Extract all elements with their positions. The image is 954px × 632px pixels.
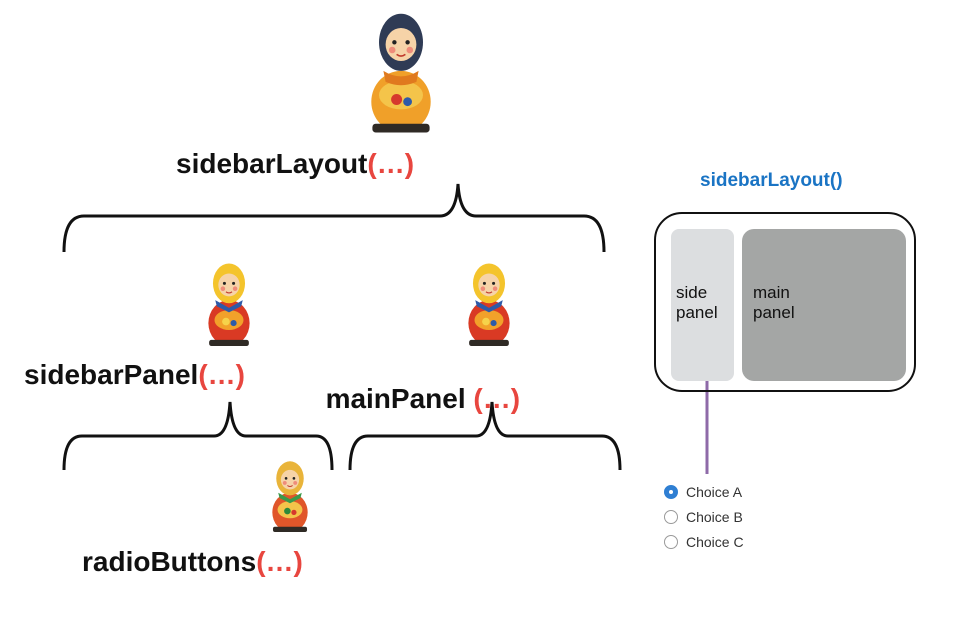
radio-buttons-label: radioButtons(…) [82, 548, 303, 576]
main-panel-text: main panel [753, 283, 795, 322]
function-args: (…) [198, 359, 245, 390]
matryoshka-doll-icon [272, 461, 308, 532]
radio-unselected-icon[interactable] [664, 510, 678, 524]
main-panel-label: mainPanel (…) [310, 357, 521, 414]
side-panel-label: side panel [676, 283, 718, 322]
sidebar-brace [62, 401, 334, 471]
function-args: (…) [256, 546, 303, 577]
matryoshka-doll-icon [371, 13, 431, 133]
side-panel-box [671, 229, 734, 381]
radio-option-a[interactable]: Choice A [664, 484, 742, 500]
function-args: (…) [367, 148, 415, 179]
function-name: mainPanel [325, 383, 474, 414]
function-name: radioButtons [82, 546, 257, 577]
radio-option-c[interactable]: Choice C [664, 534, 744, 550]
function-name: sidebarLayout [176, 148, 368, 179]
layout-preview-title: sidebarLayout() [700, 170, 843, 191]
root-brace [62, 183, 606, 253]
main-brace [348, 401, 622, 471]
radio-selected-icon[interactable] [664, 485, 678, 499]
sidebar-panel-label: sidebarPanel(…) [24, 361, 245, 389]
matryoshka-doll-icon [468, 263, 510, 346]
radio-option-b[interactable]: Choice B [664, 509, 743, 525]
function-args: (…) [473, 383, 521, 414]
radio-unselected-icon[interactable] [664, 535, 678, 549]
function-name: sidebarPanel [24, 359, 199, 390]
sidebar-layout-label: sidebarLayout(…) [176, 150, 414, 178]
main-panel-box [742, 229, 906, 381]
radio-label: Choice C [686, 534, 744, 550]
matryoshka-doll-icon [208, 263, 250, 346]
layout-preview-box [654, 212, 916, 392]
radio-label: Choice A [686, 484, 743, 500]
radio-label: Choice B [686, 509, 743, 525]
